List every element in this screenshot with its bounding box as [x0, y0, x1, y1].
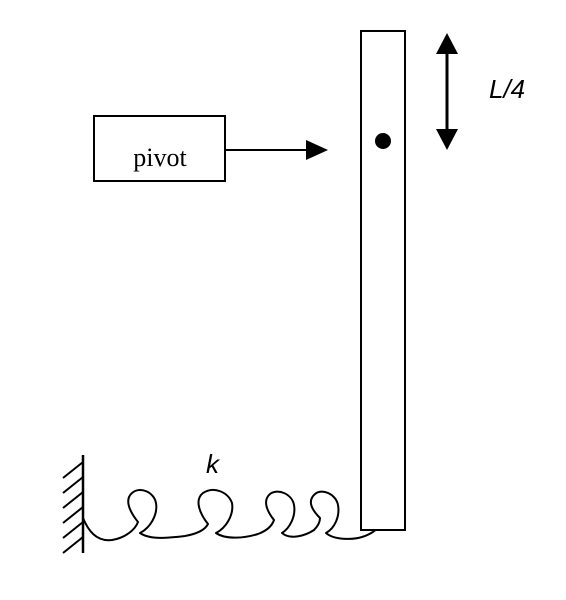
pivot-label-box: pivot: [93, 115, 226, 182]
length-fraction-label: L/4: [489, 74, 525, 104]
pivot-arrow: [225, 140, 328, 160]
pivot-box: [93, 115, 226, 182]
pivot-point: [375, 133, 391, 149]
pivot-label: pivot: [133, 143, 187, 172]
dimension-arrowhead-down: [436, 129, 458, 150]
wall-hatching: [62, 461, 84, 554]
spring-coil: [82, 489, 386, 542]
spring-constant-label: k: [206, 449, 221, 479]
pivot-arrow-head: [306, 140, 328, 160]
length-dimension-arrow: [436, 33, 458, 150]
dimension-arrowhead-up: [436, 33, 458, 54]
rod: [360, 30, 406, 531]
fixed-wall: [62, 455, 85, 554]
